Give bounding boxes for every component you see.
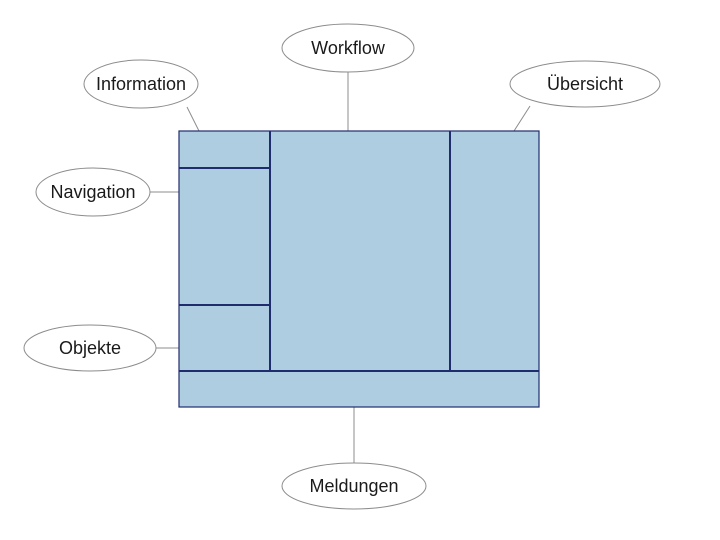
bubble-objekte-label: Objekte — [59, 338, 121, 358]
bubble-uebersicht-label: Übersicht — [547, 74, 623, 94]
bubble-information-label: Information — [96, 74, 186, 94]
bubble-navigation: Navigation — [35, 167, 151, 217]
bubble-workflow-shape — [281, 23, 415, 73]
bubble-workflow: Workflow — [281, 23, 415, 73]
bubble-meldungen-shape — [281, 462, 427, 510]
connector-information — [186, 106, 200, 132]
bubble-navigation-label: Navigation — [50, 182, 135, 202]
bubble-uebersicht: Übersicht — [509, 60, 661, 108]
bubble-uebersicht-shape — [509, 60, 661, 108]
bubble-information-shape — [83, 59, 199, 109]
bubble-objekte: Objekte — [23, 324, 157, 372]
layout-block — [178, 130, 540, 408]
bubble-meldungen: Meldungen — [281, 462, 427, 510]
layout-background — [179, 131, 539, 407]
bubble-objekte-shape — [23, 324, 157, 372]
connector-uebersicht — [513, 105, 531, 132]
bubble-navigation-shape — [35, 167, 151, 217]
bubble-information: Information — [83, 59, 199, 109]
bubble-meldungen-label: Meldungen — [309, 476, 398, 496]
bubble-workflow-label: Workflow — [311, 38, 386, 58]
layout-frame — [178, 130, 540, 408]
